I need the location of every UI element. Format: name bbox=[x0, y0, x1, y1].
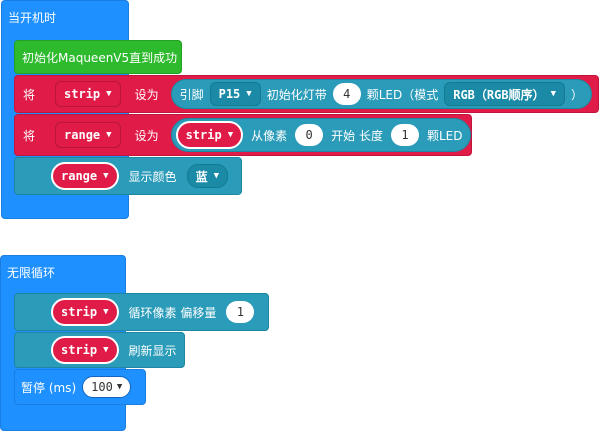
set-label: 将 bbox=[23, 87, 36, 102]
rotate-label: 循环像素 偏移量 bbox=[128, 305, 217, 320]
show-label: 刷新显示 bbox=[128, 343, 177, 358]
chevron-down-icon: ▼ bbox=[103, 171, 109, 181]
pause-ms-dropdown[interactable]: 100 ▼ bbox=[82, 376, 132, 398]
strip-var-reporter[interactable]: strip ▼ bbox=[175, 121, 244, 149]
chevron-down-icon: ▼ bbox=[550, 89, 557, 99]
start-length-label: 开始 长度 bbox=[331, 128, 383, 143]
chevron-down-icon: ▼ bbox=[246, 89, 252, 99]
range-var-dropdown[interactable]: range ▼ bbox=[55, 122, 121, 148]
chevron-down-icon: ▼ bbox=[106, 130, 112, 140]
as-label: 设为 bbox=[134, 87, 159, 102]
strip-var-name: strip bbox=[61, 305, 98, 319]
pause-label: 暂停 (ms) bbox=[21, 380, 77, 395]
show-color-label: 显示颜色 bbox=[128, 169, 177, 184]
pause-ms-value: 100 bbox=[91, 380, 113, 394]
leds-label: 颗LED bbox=[426, 128, 463, 143]
init-maqueen-label: 初始化MaqueenV5直到成功 bbox=[22, 50, 178, 65]
offset-input[interactable]: 1 bbox=[226, 301, 255, 323]
init-maqueen-block[interactable]: 初始化MaqueenV5直到成功 bbox=[14, 40, 182, 74]
pause-block[interactable]: 暂停 (ms) 100 ▼ bbox=[14, 369, 146, 405]
color-dropdown[interactable]: 蓝 ▼ bbox=[186, 164, 228, 188]
strip-var-name: strip bbox=[64, 87, 101, 101]
start-input[interactable]: 0 bbox=[295, 124, 324, 146]
pin-dropdown[interactable]: P15 ▼ bbox=[209, 82, 261, 106]
mode-dropdown[interactable]: RGB（RGB顺序） ▼ bbox=[444, 82, 566, 106]
range-var-name: range bbox=[61, 169, 98, 183]
range-create-block[interactable]: strip ▼ 从像素 0 开始 长度 1 颗LED bbox=[170, 118, 472, 152]
neopixel-create-block[interactable]: 引脚 P15 ▼ 初始化灯带 4 颗LED（模式 RGB（RGB顺序） ▼ ） bbox=[170, 79, 593, 109]
chevron-down-icon: ▼ bbox=[213, 171, 219, 181]
range-var-name: range bbox=[64, 128, 101, 142]
strip-var-reporter[interactable]: strip ▼ bbox=[51, 336, 119, 364]
init-strip-label: 初始化灯带 bbox=[266, 87, 327, 102]
chevron-down-icon: ▼ bbox=[116, 382, 123, 392]
close-paren: ） bbox=[571, 87, 584, 102]
color-value: 蓝 bbox=[195, 169, 208, 184]
set-strip-block[interactable]: 将 strip ▼ 设为 引脚 P15 ▼ 初始化灯带 4 颗LED（模式 RG… bbox=[14, 75, 599, 113]
pin-label: 引脚 bbox=[179, 87, 204, 102]
led-count-input[interactable]: 4 bbox=[332, 83, 361, 105]
show-color-block[interactable]: range ▼ 显示颜色 蓝 ▼ bbox=[14, 157, 242, 195]
on-start-label: 当开机时 bbox=[8, 11, 57, 25]
chevron-down-icon: ▼ bbox=[103, 307, 109, 317]
chevron-down-icon: ▼ bbox=[103, 345, 109, 355]
length-input[interactable]: 1 bbox=[390, 124, 419, 146]
as-label: 设为 bbox=[134, 128, 159, 143]
strip-show-block[interactable]: strip ▼ 刷新显示 bbox=[14, 332, 185, 368]
from-pixel-label: 从像素 bbox=[251, 128, 288, 143]
strip-var-name: strip bbox=[185, 128, 222, 142]
strip-var-name: strip bbox=[61, 343, 98, 357]
set-label: 将 bbox=[23, 128, 36, 143]
mode-value: RGB（RGB顺序） bbox=[453, 87, 545, 102]
pin-value: P15 bbox=[218, 87, 241, 101]
chevron-down-icon: ▼ bbox=[227, 130, 234, 140]
leds-mode-label: 颗LED（模式 bbox=[366, 87, 439, 102]
chevron-down-icon: ▼ bbox=[106, 89, 112, 99]
rotate-pixels-block[interactable]: strip ▼ 循环像素 偏移量 1 bbox=[14, 293, 269, 331]
strip-var-reporter[interactable]: strip ▼ bbox=[51, 298, 119, 326]
forever-label: 无限循环 bbox=[7, 266, 56, 280]
range-var-reporter[interactable]: range ▼ bbox=[51, 162, 119, 190]
strip-var-dropdown[interactable]: strip ▼ bbox=[55, 81, 121, 107]
set-range-block[interactable]: 将 range ▼ 设为 strip ▼ 从像素 0 开始 长度 1 颗LED bbox=[14, 114, 472, 156]
